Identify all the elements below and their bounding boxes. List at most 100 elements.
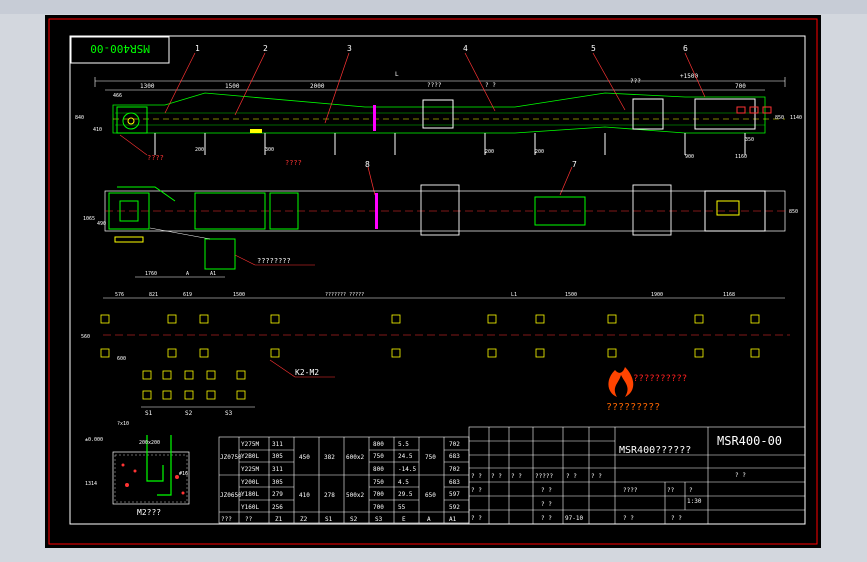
z1-4: 305 — [272, 479, 283, 486]
fdim-center: ??????? ????? — [325, 292, 364, 298]
plan-view: 1760 A A1 ???????? 1065 490 850 — [83, 184, 798, 278]
s3-3: 800 — [373, 466, 384, 473]
top-dim-3: 2000 — [310, 83, 325, 90]
z1-6: 256 — [272, 504, 283, 511]
tb-cell-3: ? ? — [511, 473, 522, 480]
logo: ?????????? ????????? — [606, 367, 687, 413]
top-dim-4: 700 — [735, 83, 746, 90]
drawing-sheet: MSR400-00 L 1300 1500 2000 700 +1500 — [45, 15, 821, 548]
motor-3: Y225M — [241, 466, 259, 473]
note-left-bottom: ???? — [147, 154, 164, 162]
top-dim-1: 1300 — [140, 83, 155, 90]
side-dim-2: 410 — [93, 127, 102, 133]
series-2: JZ0650 — [220, 492, 242, 499]
tb-cell-15: ? ? — [541, 515, 552, 522]
footer-9: A — [427, 516, 431, 523]
tb-cell-5: ? ? — [566, 473, 577, 480]
fdim-7: 1900 — [651, 292, 663, 298]
detail-dim-2: ?x10 — [117, 421, 129, 427]
callout-2: 2 — [263, 44, 268, 53]
plan-dim-2: A — [186, 271, 189, 277]
tb-cell-13: 97-10 — [565, 515, 583, 522]
plan-dim-3: A1 — [210, 271, 216, 277]
detail-dim-3: #16 — [179, 471, 188, 477]
elevation-view: L 1300 1500 2000 700 +1500 — [75, 44, 802, 196]
z2-2: 410 — [299, 492, 310, 499]
number-box-text: MSR400-00 — [90, 42, 150, 55]
z1-5: 279 — [272, 491, 283, 498]
footer-10: A1 — [449, 516, 457, 523]
side-dim-4: 1140 — [790, 115, 802, 121]
callout-3: 3 — [347, 44, 352, 53]
tb-cell-6: ? ? — [591, 473, 602, 480]
fdim-2: 821 — [149, 292, 158, 298]
z1-1: 311 — [272, 441, 283, 448]
tb-cell-8: ? ? — [541, 487, 552, 494]
drawing-code: MSR400-00 — [717, 434, 782, 448]
z2-1: 450 — [299, 454, 310, 461]
foundation-layout: 576 821 619 1500 ??????? ????? L1 1500 1… — [81, 292, 790, 417]
dim-L: L — [395, 71, 399, 78]
fdim-6: 1500 — [565, 292, 577, 298]
footer-2: ?? — [245, 516, 253, 523]
s3-6: 700 — [373, 504, 384, 511]
footer-5: S1 — [325, 516, 333, 523]
elev-dim-1: 200 — [195, 147, 204, 153]
callout-4: 4 — [463, 44, 468, 53]
motor-2: Y2B0L — [241, 453, 259, 460]
plan-side-3: 850 — [789, 209, 798, 215]
tb-cell-4: ????? — [535, 473, 553, 480]
callout-1: 1 — [195, 44, 200, 53]
note-bottom-mid: ???? — [285, 159, 302, 167]
scale-label: ? ? — [735, 472, 746, 479]
elev-dim-4: 200 — [535, 149, 544, 155]
tb-cell-9: ???? — [623, 487, 638, 494]
elev-dim-2: 300 — [265, 147, 274, 153]
anchor-detail: 200x200 ?x10 #16 ±0.000 1314 M2??? — [85, 421, 190, 517]
tb-cell-17: ? ? — [671, 515, 682, 522]
window-top-bar — [0, 0, 867, 14]
e-3: -14.5 — [398, 466, 416, 473]
callout-6: 6 — [683, 44, 688, 53]
callout-8: 8 — [365, 160, 370, 169]
e-1: 5.5 — [398, 441, 409, 448]
callout-7: 7 — [572, 160, 577, 169]
motor-1: Y275M — [241, 441, 259, 448]
plan-note: ???????? — [257, 257, 291, 265]
logo-caption: ????????? — [606, 402, 660, 413]
footer-8: E — [402, 516, 406, 523]
plan-side-2: 490 — [97, 221, 106, 227]
fdim-3: 619 — [183, 292, 192, 298]
tb-cell-2: ? ? — [491, 473, 502, 480]
detail-label: M2??? — [137, 508, 161, 517]
a1-5: 597 — [449, 491, 460, 498]
a1-3: 702 — [449, 466, 460, 473]
s3-4: 750 — [373, 479, 384, 486]
drawing-canvas[interactable]: MSR400-00 L 1300 1500 2000 700 +1500 — [45, 15, 821, 548]
number-box — [70, 36, 170, 64]
fdim-1: 576 — [115, 292, 124, 298]
note-top-mid-label: ? ? — [485, 82, 496, 89]
side-dim-1: 840 — [75, 115, 84, 121]
fdim-8: 1168 — [723, 292, 735, 298]
a-1: 750 — [425, 454, 436, 461]
side-dim-3: 850 — [775, 115, 784, 121]
scale-value: 1:30 — [687, 498, 702, 505]
tb-cell-14: ? ? — [471, 515, 482, 522]
a-2: 650 — [425, 492, 436, 499]
a1-4: 683 — [449, 479, 460, 486]
footer-7: S3 — [375, 516, 383, 523]
fdim-10: 600 — [117, 356, 126, 362]
tb-cell-7: ? ? — [471, 487, 482, 494]
s1-1: 382 — [324, 454, 335, 461]
footer-6: S2 — [350, 516, 358, 523]
dim-1500-plus: +1500 — [680, 73, 698, 80]
footer-3: Z1 — [275, 516, 283, 523]
plan-side-1: 1065 — [83, 216, 95, 222]
elev-dim-6: 350 — [745, 137, 754, 143]
note-top-mid: ???? — [427, 82, 442, 89]
flame-icon — [608, 367, 634, 397]
e-2: 24.5 — [398, 453, 413, 460]
inner-border — [69, 35, 806, 525]
drawing-title: MSR400?????? — [619, 445, 691, 456]
